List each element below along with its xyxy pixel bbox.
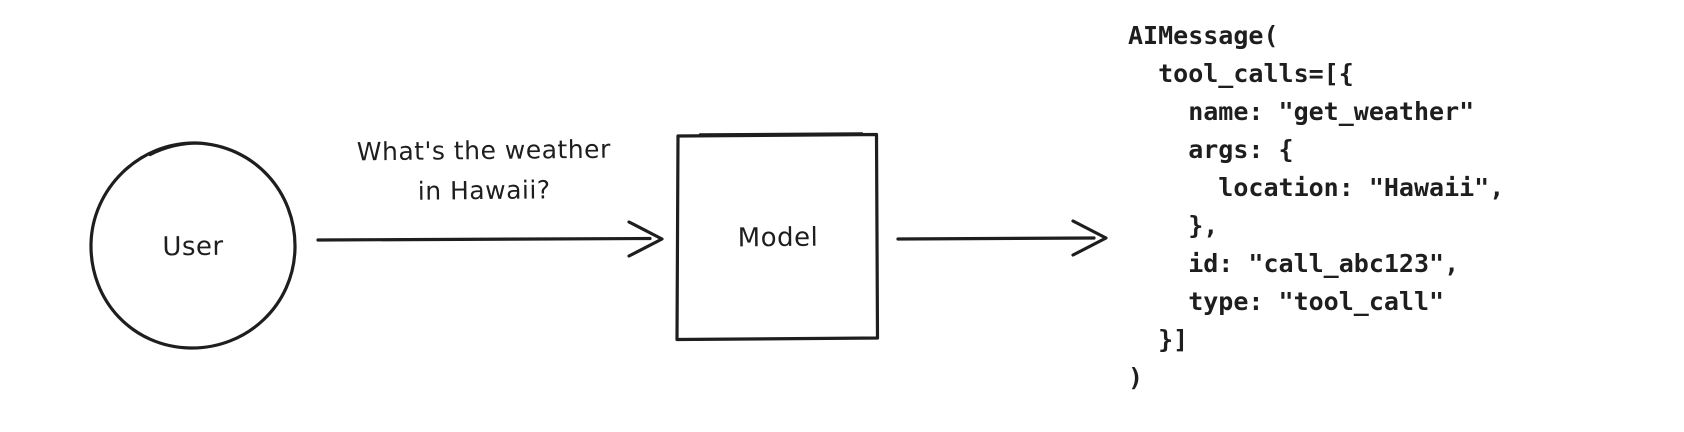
model-box-overdraw — [698, 132, 864, 136]
arrow-1-head — [627, 220, 664, 258]
user-label: User — [162, 231, 224, 263]
aimessage-code-output: AIMessage( tool_calls=[{ name: "get_weat… — [1128, 21, 1505, 392]
user-circle-shape — [89, 141, 297, 350]
arrow-message-line2: in Hawaii? — [417, 175, 551, 206]
arrow-message-line1: What's the weather — [356, 134, 611, 167]
arrow-2-head — [1071, 219, 1108, 257]
model-label: Model — [737, 222, 819, 254]
arrow-message-text: What's the weather in Hawaii? — [318, 129, 651, 212]
user-circle-overdraw — [148, 142, 210, 157]
arrow-1-line — [316, 236, 652, 242]
arrow-2-line — [896, 236, 1096, 241]
